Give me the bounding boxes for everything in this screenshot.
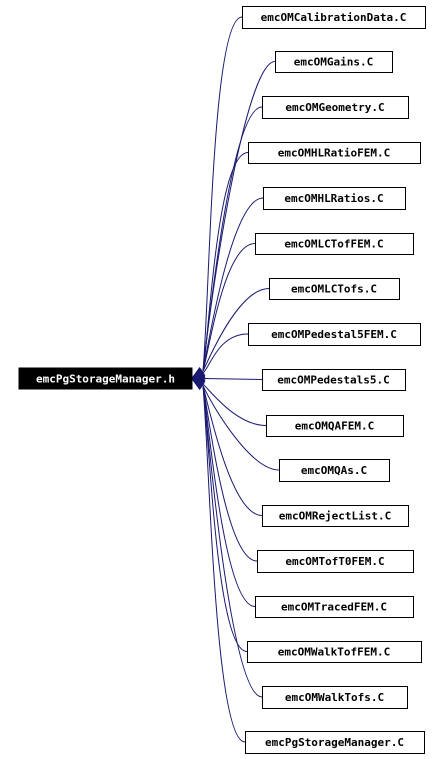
node-emcompedestals5-c[interactable]: emcOMPedestals5.C: [262, 369, 406, 391]
edge-emcompedestals5-c: [203, 378, 263, 380]
edge-emcomcalibrationdata-c: [202, 16, 243, 372]
node-label: emcOMTofT0FEM.C: [285, 555, 384, 568]
node-box: [263, 187, 406, 210]
node-box: [242, 6, 426, 29]
edge-emcomqafem-c: [202, 383, 267, 426]
node-label: emcOMGeometry.C: [285, 101, 384, 114]
node-box: [279, 459, 390, 482]
edge-emcompedestal5fem-c: [202, 333, 249, 374]
node-box: [262, 686, 408, 709]
node-label: emcOMTracedFEM.C: [281, 601, 387, 614]
node-label: emcOMWalkTofs.C: [285, 691, 384, 704]
node-emcomgains-c[interactable]: emcOMGains.C: [275, 51, 393, 73]
arrowhead-emcpgstoragemanager-c: [190, 377, 206, 390]
node-label: emcOMWalkTofFEM.C: [278, 646, 391, 659]
edge-emcpgstoragemanager-c: [202, 385, 246, 743]
nodes-layer: emcPgStorageManager.h emcOMCalibrationDa…: [18, 6, 426, 754]
edge-emcomtoft0fem-c: [202, 385, 258, 562]
node-box: [255, 233, 414, 255]
node-emcomqafem-c[interactable]: emcOMQAFEM.C: [266, 415, 404, 437]
node-emcompedestal5fem-c[interactable]: emcOMPedestal5FEM.C: [248, 323, 421, 346]
edge-emcomqas-c: [202, 385, 280, 471]
node-box: [275, 51, 393, 73]
node-label: emcOMCalibrationData.C: [261, 11, 407, 24]
node-label: emcOMHLRatios.C: [284, 192, 383, 205]
node-emcomlctoffem-c[interactable]: emcOMLCTofFEM.C: [255, 233, 414, 255]
node-label: emcOMQAFEM.C: [295, 420, 374, 433]
edge-emcomtracedfem-c: [202, 385, 256, 607]
edge-emcomlctoffem-c: [202, 243, 256, 372]
edge-emcomlctofs-c: [202, 288, 270, 372]
node-label: emcOMRejectList.C: [279, 510, 392, 523]
node-emcomcalibrationdata-c[interactable]: emcOMCalibrationData.C: [242, 6, 426, 29]
node-label: emcPgStorageManager.C: [265, 736, 404, 749]
node-emcomqas-c[interactable]: emcOMQAs.C: [279, 459, 390, 482]
edge-emcomwalktofs-c: [202, 385, 263, 698]
node-box: [247, 641, 422, 663]
edge-emcomhlratios-c: [202, 197, 264, 372]
node-box: [245, 731, 425, 754]
node-label: emcOMLCTofFEM.C: [284, 238, 383, 251]
edge-emcomhlratiofem-c: [202, 152, 249, 372]
node-emcomtoft0fem-c[interactable]: emcOMTofT0FEM.C: [257, 550, 414, 573]
node-label: emcOMHLRatioFEM.C: [278, 147, 391, 160]
node-emcomhlratios-c[interactable]: emcOMHLRatios.C: [263, 187, 406, 210]
node-box: [262, 369, 406, 391]
edge-emcomrejectlist-c: [202, 385, 263, 516]
node-emcomgeometry-c[interactable]: emcOMGeometry.C: [262, 96, 409, 119]
node-label: emcOMPedestals5.C: [277, 374, 390, 387]
node-box: [248, 323, 421, 346]
node-emcomwalktoffem-c[interactable]: emcOMWalkTofFEM.C: [247, 641, 422, 663]
node-label: emcOMQAs.C: [301, 464, 367, 477]
node-box: [255, 596, 414, 618]
node-label: emcOMLCTofs.C: [291, 283, 377, 296]
node-box: [262, 505, 409, 527]
node-label: emcOMGains.C: [294, 56, 373, 69]
node-box: [269, 278, 400, 300]
node-label: emcOMPedestal5FEM.C: [271, 328, 397, 341]
root-node-label: emcPgStorageManager.h: [36, 373, 175, 386]
node-emcpgstoragemanager-c[interactable]: emcPgStorageManager.C: [245, 731, 425, 754]
node-emcomwalktofs-c[interactable]: emcOMWalkTofs.C: [262, 686, 408, 709]
edges-layer: [190, 16, 280, 743]
node-box: [266, 415, 404, 437]
node-emcomtracedfem-c[interactable]: emcOMTracedFEM.C: [255, 596, 414, 618]
node-emcomrejectlist-c[interactable]: emcOMRejectList.C: [262, 505, 409, 527]
node-emcomlctofs-c[interactable]: emcOMLCTofs.C: [269, 278, 400, 300]
node-box: [257, 550, 414, 573]
node-emcomhlratiofem-c[interactable]: emcOMHLRatioFEM.C: [248, 142, 421, 164]
node-box: [248, 142, 421, 164]
node-box: [262, 96, 409, 119]
root-node[interactable]: emcPgStorageManager.h: [18, 367, 193, 390]
